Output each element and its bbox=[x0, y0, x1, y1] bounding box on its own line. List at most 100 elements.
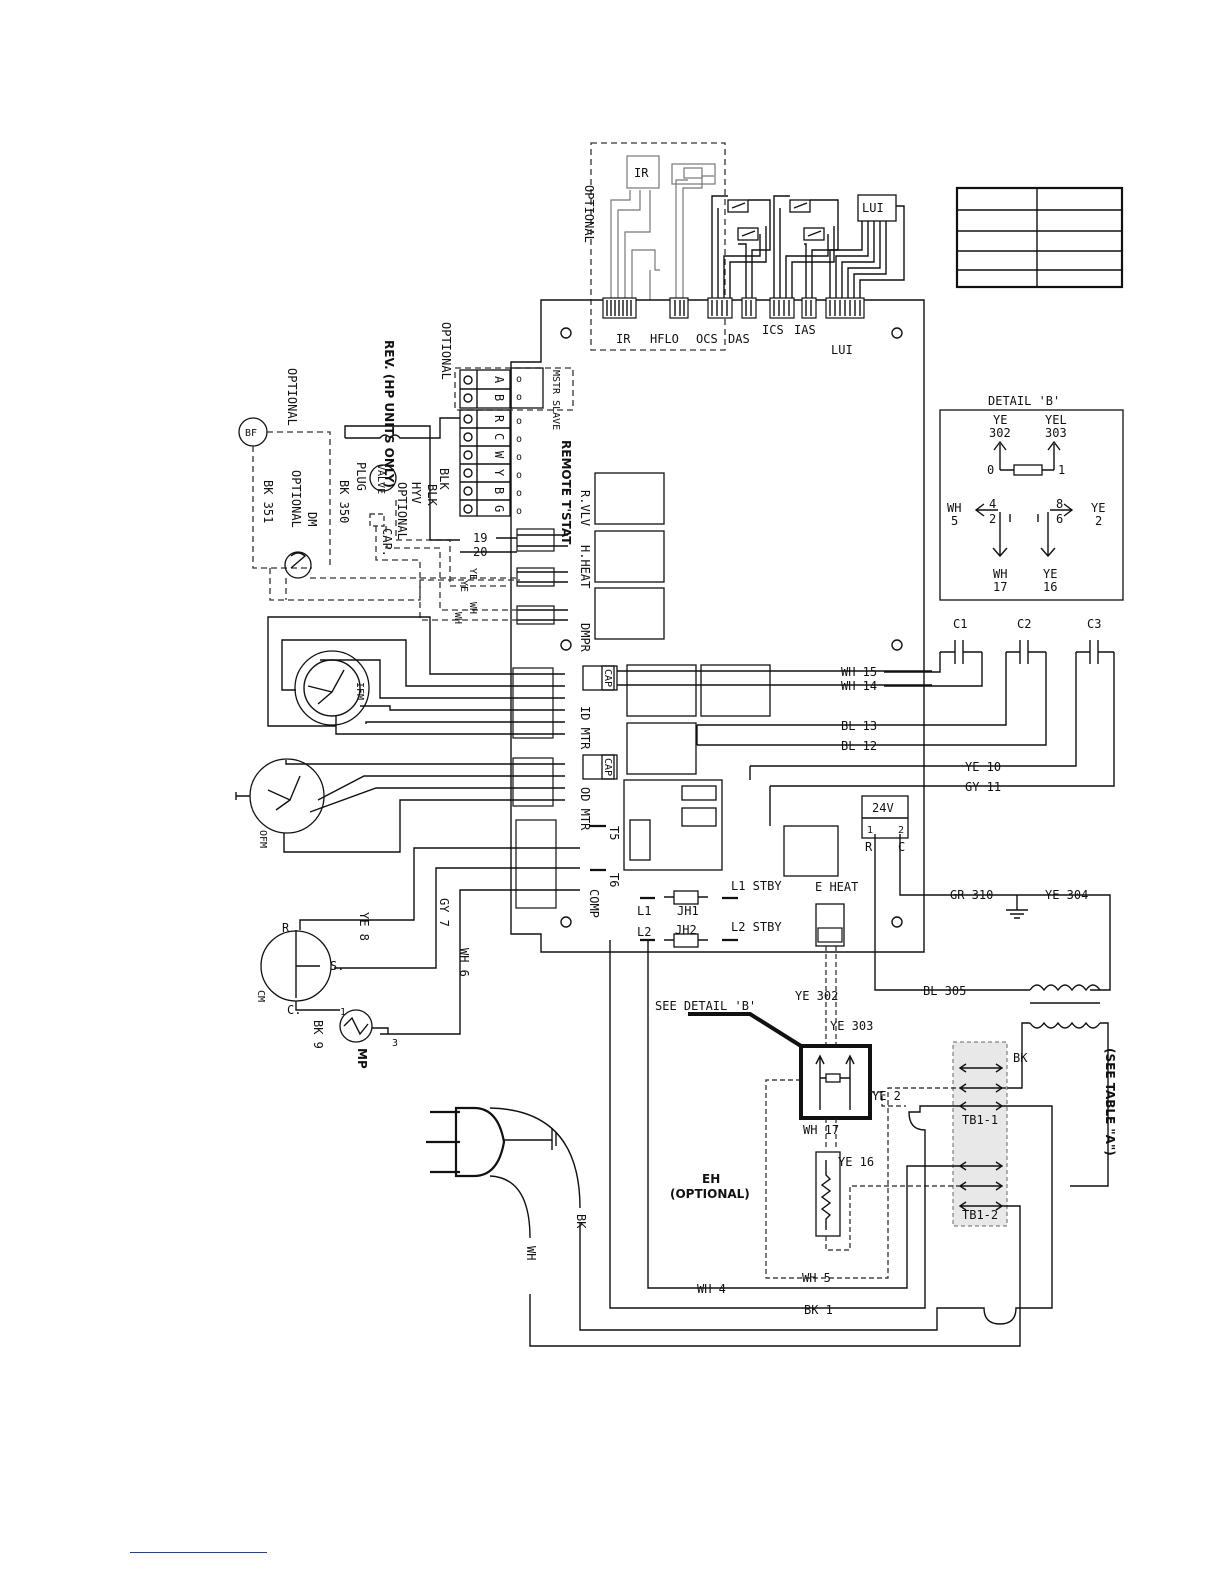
wire-bk1: BK 1 bbox=[804, 1303, 833, 1317]
relay-dmpr bbox=[594, 587, 665, 640]
pin-19: 19 bbox=[473, 531, 487, 545]
relay-id-2 bbox=[700, 664, 771, 717]
wire-bl12: BL 12 bbox=[841, 739, 877, 753]
wire-wh15: WH 15 bbox=[841, 665, 877, 679]
wire-ye-a: YE bbox=[467, 568, 478, 580]
detail-b-yel-303-b: 303 bbox=[1045, 426, 1067, 440]
wire-wh6: WH 6 bbox=[457, 948, 471, 977]
wire-blk-2: BLK bbox=[425, 484, 439, 506]
ocs-das-sensors bbox=[711, 195, 771, 300]
hflo-resistor bbox=[683, 167, 703, 179]
tb1-2-label: TB1-2 bbox=[962, 1208, 998, 1222]
mp-protector bbox=[339, 1009, 373, 1043]
relay-label-idmtr: ID MTR bbox=[578, 706, 592, 750]
cap-label-c2: C2 bbox=[1017, 617, 1031, 631]
capacitor-c3 bbox=[1076, 640, 1114, 664]
power-plug bbox=[426, 1106, 581, 1239]
header-label-ocs: OCS bbox=[696, 332, 718, 346]
ics-ias-sensors bbox=[773, 195, 839, 300]
detail-b-wh-5-a: WH bbox=[947, 501, 961, 515]
ir-sensor-label: IR bbox=[634, 166, 649, 180]
relay-id-1 bbox=[626, 664, 697, 717]
remote-tstat-label: REMOTE T'STAT bbox=[559, 440, 573, 545]
wire-ye302: YE 302 bbox=[795, 989, 838, 1003]
relay-label-odmtr: OD MTR bbox=[578, 787, 592, 831]
header-connectors bbox=[602, 297, 865, 319]
plug-label: PLUG bbox=[354, 462, 368, 491]
wire-ye10: YE 10 bbox=[965, 760, 1001, 774]
wire-ye-b: YE bbox=[458, 580, 469, 592]
ofm-motor bbox=[249, 758, 325, 834]
transformer-24v bbox=[861, 795, 909, 839]
cord-wire-bk: BK bbox=[574, 1214, 588, 1229]
see-detail-b-label: SEE DETAIL 'B' bbox=[655, 999, 756, 1013]
cord-wire-wh: WH bbox=[524, 1246, 538, 1260]
tb1-1-label: TB1-1 bbox=[962, 1113, 998, 1127]
terminal-g: G bbox=[492, 505, 506, 512]
cm-s: S. bbox=[330, 959, 344, 973]
wire-wh14: WH 14 bbox=[841, 679, 877, 693]
footer-link-rule bbox=[130, 1552, 267, 1553]
hyv-valve bbox=[369, 464, 397, 492]
wire-ye16: YE 16 bbox=[838, 1155, 874, 1169]
wire-ye304: YE 304 bbox=[1045, 888, 1088, 902]
pin-l2: L2 bbox=[637, 925, 651, 939]
pin-eheat: E HEAT bbox=[815, 880, 858, 894]
rev-label: REV. (HP UNITS ONLY) bbox=[382, 340, 396, 488]
transformer-secondary-coil bbox=[1029, 1021, 1101, 1029]
detail-b-pin-2: 2 bbox=[989, 512, 996, 526]
wire-wh5: WH 5 bbox=[802, 1271, 831, 1285]
wire-wh17: WH 17 bbox=[803, 1123, 839, 1137]
transformer-term-c: C bbox=[898, 840, 905, 854]
header-label-ics: ICS bbox=[762, 323, 784, 337]
wire-gy11: GY 11 bbox=[965, 780, 1001, 794]
svg-text:o: o bbox=[516, 392, 522, 403]
terminal-w: W bbox=[492, 451, 506, 459]
detail-b-ye-16-b: 16 bbox=[1043, 580, 1057, 594]
detail-b-title: DETAIL 'B' bbox=[988, 394, 1060, 408]
relay-label-rvlv: R.VLV bbox=[578, 490, 592, 526]
control-board-outline bbox=[510, 299, 925, 953]
bf-label: BF bbox=[245, 428, 257, 439]
terminal-a: A bbox=[492, 376, 506, 384]
wire-bl305: BL 305 bbox=[923, 984, 966, 998]
mstr-slave-label: MSTR SLAVE bbox=[550, 370, 561, 430]
transformer-primary-coil bbox=[1029, 984, 1101, 992]
optional-header-label: OPTIONAL bbox=[582, 185, 596, 243]
tb1-block bbox=[952, 1041, 1008, 1227]
cap-label-c3: C3 bbox=[1087, 617, 1101, 631]
capacitor-c2 bbox=[1006, 640, 1046, 664]
svg-text:o: o bbox=[516, 488, 522, 499]
detail-b-ye-302-b: 302 bbox=[989, 426, 1011, 440]
header-label-das: DAS bbox=[728, 332, 750, 346]
header-label-ias: IAS bbox=[794, 323, 816, 337]
see-table-a: (SEE TABLE "A") bbox=[1103, 1048, 1117, 1156]
stat-terminal-block bbox=[459, 409, 511, 517]
detail-b-pin-6: 6 bbox=[1056, 512, 1063, 526]
svg-text:CAP: CAP bbox=[602, 669, 613, 687]
ir-sensor-box bbox=[626, 155, 660, 189]
relay-label-hheat: H.HEAT bbox=[578, 545, 592, 588]
relay-hheat bbox=[594, 530, 665, 583]
detail-b-ye-16-a: YE bbox=[1043, 567, 1057, 581]
cm-c: C. bbox=[287, 1003, 301, 1017]
wire-bk351: BK 351 bbox=[261, 480, 275, 523]
cap-module-id: CAP bbox=[582, 665, 618, 691]
wire-bk-tb: BK bbox=[1013, 1051, 1028, 1065]
eh-label: EH bbox=[702, 1172, 720, 1186]
detail-b-wh-5-b: 5 bbox=[951, 514, 958, 528]
detail-b-ye-302-a: YE bbox=[993, 413, 1007, 427]
hyv-optional: OPTIONAL bbox=[395, 482, 409, 540]
hflo-sensor-box bbox=[671, 163, 716, 185]
detail-b-box bbox=[939, 409, 1124, 601]
transformer-term-r: R bbox=[865, 840, 873, 854]
terminal-b: B bbox=[492, 394, 506, 401]
bf-optional: OPTIONAL bbox=[285, 368, 299, 426]
detail-b-pin-0: 0 bbox=[987, 463, 994, 477]
relay-rvlv bbox=[594, 472, 665, 525]
wire-wh-a: WH bbox=[467, 602, 478, 614]
svg-text:o: o bbox=[516, 506, 522, 517]
wire-ye303: YE 303 bbox=[830, 1019, 873, 1033]
svg-text:CAP: CAP bbox=[602, 758, 613, 776]
